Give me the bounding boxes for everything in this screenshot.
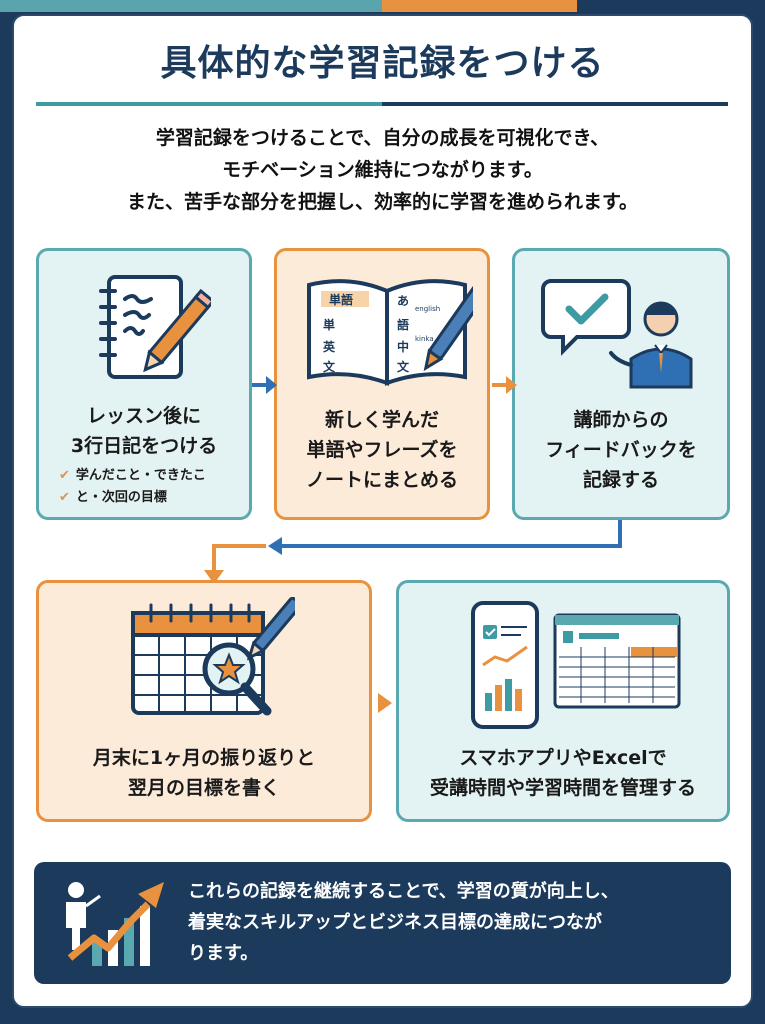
step-1-label: レッスン後に 3行日記をつける bbox=[39, 401, 249, 461]
step-2-line-1: 新しく学んだ bbox=[324, 409, 439, 431]
checklist-item: ✔学んだこと・できたこ bbox=[59, 468, 206, 483]
checklist-item: ✔と・次回の目標 bbox=[59, 490, 167, 505]
svg-text:英: 英 bbox=[323, 339, 336, 354]
svg-text:中: 中 bbox=[397, 339, 409, 354]
step-1-checklist: ✔学んだこと・できたこ ✔と・次回の目標 bbox=[59, 465, 206, 509]
arrow-right-icon bbox=[378, 693, 392, 713]
top-accent-bar-teal bbox=[0, 0, 382, 12]
svg-text:english: english bbox=[415, 305, 440, 313]
notebook-pencil-icon bbox=[99, 275, 211, 379]
svg-text:文: 文 bbox=[323, 359, 336, 374]
connector-arrow-icon bbox=[204, 520, 622, 584]
step-3-line-3: 記録する bbox=[582, 469, 659, 491]
step-2-label: 新しく学んだ 単語やフレーズを ノートにまとめる bbox=[277, 405, 487, 495]
step-5-label: スマホアプリやExcelで 受講時間や学習時間を管理する bbox=[399, 743, 727, 803]
step-1-line-2: 3行日記をつける bbox=[70, 435, 218, 457]
check-icon: ✔ bbox=[59, 468, 70, 483]
step-card-app-tracking: スマホアプリやExcelで 受講時間や学習時間を管理する bbox=[396, 580, 730, 822]
intro-line-3: また、苦手な部分を把握し、効率的に学習を進められます。 bbox=[126, 191, 639, 213]
step-card-diary: レッスン後に 3行日記をつける ✔学んだこと・できたこ ✔と・次回の目標 bbox=[36, 248, 252, 520]
step-2-line-3: ノートにまとめる bbox=[305, 469, 458, 491]
step-card-vocab-note: 単語 単 英 文 あ 語 中 文 english kinka 新しく学んだ 単語… bbox=[274, 248, 490, 520]
summary-banner bbox=[34, 862, 731, 984]
intro-text: 学習記録をつけることで、自分の成長を可視化でき、 モチベーション維持につながりま… bbox=[0, 122, 765, 218]
svg-text:kinka: kinka bbox=[415, 335, 434, 343]
summary-line-2: 着実なスキルアップとビジネス目標の達成につなが bbox=[188, 912, 602, 933]
top-accent-bar-navy bbox=[577, 0, 765, 12]
title-underline-teal bbox=[36, 102, 382, 106]
title-underline-navy bbox=[382, 102, 728, 106]
svg-text:あ: あ bbox=[397, 294, 409, 308]
step-4-line-1: 月末に1ヶ月の振り返りと bbox=[92, 747, 316, 769]
check-icon: ✔ bbox=[59, 490, 70, 505]
svg-text:単: 単 bbox=[323, 317, 335, 332]
calendar-magnifier-icon bbox=[131, 597, 295, 716]
summary-line-3: ります。 bbox=[188, 943, 259, 964]
step-card-feedback: 講師からの フィードバックを 記録する bbox=[512, 248, 730, 520]
step-3-line-1: 講師からの bbox=[573, 409, 669, 431]
page-title: 具体的な学習記録をつける bbox=[160, 43, 605, 84]
step-4-label: 月末に1ヶ月の振り返りと 翌月の目標を書く bbox=[39, 743, 369, 803]
open-book-pen-icon: 単語 単 英 文 あ 語 中 文 english kinka bbox=[307, 279, 473, 386]
intro-line-2: モチベーション維持につながります。 bbox=[222, 159, 543, 181]
step-3-label: 講師からの フィードバックを 記録する bbox=[515, 405, 727, 495]
svg-text:文: 文 bbox=[397, 359, 410, 374]
arrow-right-icon bbox=[252, 376, 277, 394]
growth-chart-person-icon bbox=[66, 882, 164, 966]
step-5-line-1: スマホアプリやExcelで bbox=[459, 747, 667, 769]
top-accent-bar-orange bbox=[382, 0, 577, 12]
summary-text: これらの記録を継続することで、学習の質が向上し、 着実なスキルアップとビジネス目… bbox=[188, 876, 728, 969]
teacher-feedback-icon bbox=[541, 279, 693, 389]
phone-spreadsheet-icon bbox=[471, 601, 681, 729]
intro-line-1: 学習記録をつけることで、自分の成長を可視化でき、 bbox=[155, 127, 610, 149]
svg-text:語: 語 bbox=[397, 317, 409, 332]
summary-line-1: これらの記録を継続することで、学習の質が向上し、 bbox=[188, 881, 619, 902]
step-5-line-2: 受講時間や学習時間を管理する bbox=[429, 777, 696, 799]
svg-text:単語: 単語 bbox=[329, 292, 353, 307]
step-3-line-2: フィードバックを bbox=[545, 439, 697, 461]
step-2-line-2: 単語やフレーズを bbox=[306, 439, 458, 461]
step-4-line-2: 翌月の目標を書く bbox=[127, 777, 280, 799]
arrow-right-icon bbox=[492, 376, 517, 394]
step-card-monthly-review: 月末に1ヶ月の振り返りと 翌月の目標を書く bbox=[36, 580, 372, 822]
step-1-line-1: レッスン後に bbox=[86, 405, 201, 427]
